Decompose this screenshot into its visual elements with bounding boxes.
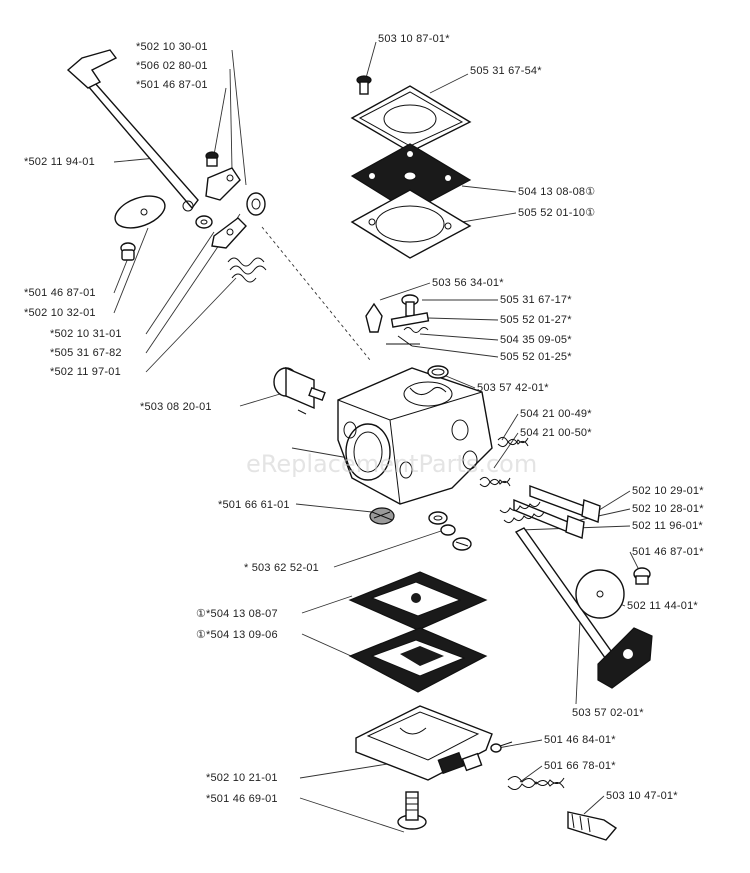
watermark: eReplacementParts.com	[246, 450, 537, 478]
callout-label: *502 10 31-01	[50, 328, 122, 340]
callout-label: 501 66 78-01*	[544, 760, 616, 772]
callout-label: *506 02 80-01	[136, 60, 208, 72]
callout-label: ①*504 13 08-07	[196, 608, 278, 620]
callout-label: 505 31 67-17*	[500, 294, 572, 306]
filter-screen-group	[369, 507, 395, 525]
callout-label: *502 10 32-01	[24, 307, 96, 319]
callout-label: *505 31 67-82	[50, 347, 122, 359]
pump-cover-group	[350, 75, 472, 259]
callout-label: 504 21 00-49*	[520, 408, 592, 420]
callout-label: 504 35 09-05*	[500, 334, 572, 346]
carburetor-body	[337, 365, 493, 505]
callout-label: 503 10 87-01*	[378, 33, 450, 45]
washer-screw-group	[428, 511, 472, 551]
callout-label: 502 10 29-01*	[632, 485, 704, 497]
bottom-hardware	[397, 776, 618, 841]
callout-label: *501 66 61-01	[218, 499, 290, 511]
adjusting-screws	[479, 436, 601, 539]
callout-label: *502 10 30-01	[136, 41, 208, 53]
callout-label: *503 08 20-01	[140, 401, 212, 413]
callout-label: 501 46 87-01*	[632, 546, 704, 558]
callout-label: *502 11 97-01	[50, 366, 121, 378]
leader-lines	[113, 41, 641, 833]
callout-label: 502 11 44-01*	[627, 600, 698, 612]
callout-label: ①*504 13 09-06	[196, 629, 278, 641]
callout-label: 503 57 42-01*	[477, 382, 549, 394]
callout-labels: *502 10 30-01 *506 02 80-01 *501 46 87-0…	[24, 33, 704, 805]
callout-label: *502 11 94-01	[24, 156, 95, 168]
callout-label: 502 10 28-01*	[632, 503, 704, 515]
callout-label: 505 52 01-25*	[500, 351, 572, 363]
callout-label: *501 46 87-01	[24, 287, 96, 299]
choke-shaft-assembly	[514, 527, 653, 689]
inlet-fitting	[273, 366, 326, 415]
callout-label: 505 52 01-10①	[518, 207, 595, 219]
needle-valve-group	[365, 294, 430, 347]
callout-label: 505 52 01-27*	[500, 314, 572, 326]
callout-label: * 503 62 52-01	[244, 562, 319, 574]
callout-label: 504 13 08-08①	[518, 186, 595, 198]
metering-cover	[355, 705, 513, 781]
callout-label: 503 56 34-01*	[432, 277, 504, 289]
metering-diaphragm-group	[348, 571, 488, 693]
callout-label: *502 10 21-01	[206, 772, 278, 784]
throttle-shaft-assembly	[66, 49, 267, 283]
callout-label: 503 10 47-01*	[606, 790, 678, 802]
callout-label: 504 21 00-50*	[520, 427, 592, 439]
callout-label: 502 11 96-01*	[632, 520, 703, 532]
callout-label: *501 46 87-01	[136, 79, 208, 91]
callout-label: *501 46 69-01	[206, 793, 278, 805]
callout-label: 501 46 84-01*	[544, 734, 616, 746]
callout-label: 505 31 67-54*	[470, 65, 542, 77]
callout-label: 503 57 02-01*	[572, 707, 644, 719]
